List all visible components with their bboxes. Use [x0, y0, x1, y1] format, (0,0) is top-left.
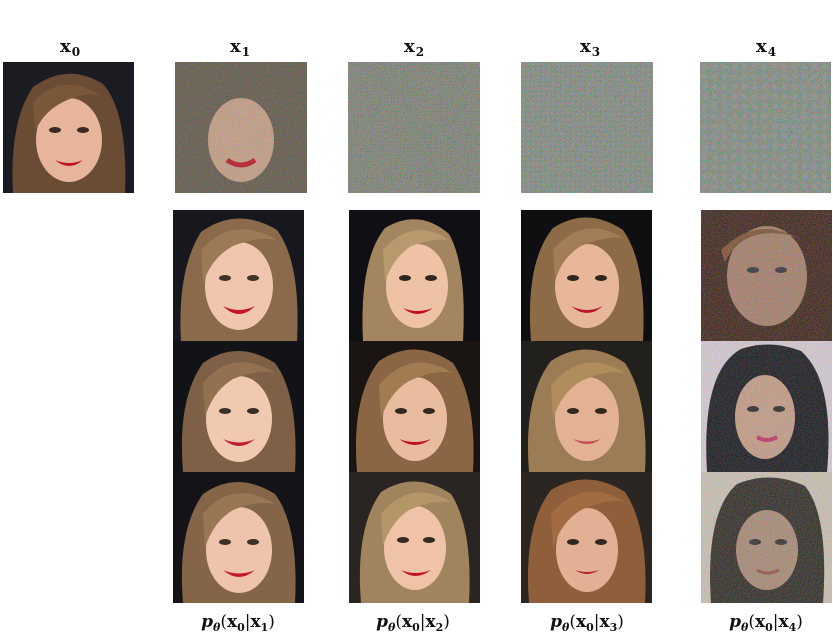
footer-p: p [201, 612, 213, 632]
footer-x0: x [226, 612, 238, 632]
header-var: x [755, 36, 767, 57]
footer-open-paren: ( [569, 612, 576, 632]
footer-theta: θ [561, 621, 570, 634]
header-subscript: 2 [415, 45, 425, 59]
footer-xt-subscript: 3 [609, 621, 618, 634]
footer-theta: θ [212, 621, 221, 634]
footer-xt-subscript: 2 [435, 621, 444, 634]
sample-x4-3 [701, 472, 832, 603]
footer-label-x3: pθ(x0|x3) [507, 612, 667, 634]
header-var: x [403, 36, 415, 57]
header-subscript: 4 [767, 45, 777, 59]
noisy-image-x3 [521, 62, 653, 193]
noisy-image-x2 [348, 62, 480, 193]
sample-x3-1 [521, 210, 652, 341]
sample-x2-2 [349, 341, 480, 472]
footer-open-paren: ( [748, 612, 755, 632]
footer-close-paren: ) [268, 612, 275, 632]
header-x4: x4 [696, 36, 833, 59]
sample-x3-2 [521, 341, 652, 472]
footer-xt: x [250, 612, 261, 632]
footer-bar: | [419, 612, 426, 632]
footer-xt: x [599, 612, 610, 632]
sample-x1-1 [173, 210, 304, 341]
header-x0: x0 [0, 36, 140, 59]
sample-x3-3 [521, 472, 652, 603]
footer-xt-subscript: 4 [788, 621, 797, 634]
footer-x0-subscript: 0 [586, 621, 594, 634]
header-x2: x2 [344, 36, 484, 59]
footer-x0-subscript: 0 [237, 621, 245, 634]
footer-x0: x [575, 612, 587, 632]
footer-x0: x [754, 612, 766, 632]
footer-close-paren: ) [796, 612, 803, 632]
noisy-image-x4 [700, 62, 831, 193]
footer-open-paren: ( [395, 612, 402, 632]
footer-close-paren: ) [443, 612, 450, 632]
footer-p: p [729, 612, 741, 632]
footer-p: p [550, 612, 562, 632]
sample-x4-1 [701, 210, 832, 341]
footer-label-x1: pθ(x0|x1) [158, 612, 318, 634]
footer-xt: x [425, 612, 436, 632]
header-subscript: 0 [71, 45, 81, 59]
sample-x1-2 [173, 341, 304, 472]
footer-label-x4: pθ(x0|x4) [686, 612, 833, 634]
footer-x0: x [401, 612, 413, 632]
footer-xt-subscript: 1 [260, 621, 269, 634]
footer-open-paren: ( [220, 612, 227, 632]
header-var: x [229, 36, 241, 57]
footer-x0-subscript: 0 [412, 621, 420, 634]
sample-x1-3 [173, 472, 304, 603]
original-face-image [3, 62, 134, 193]
footer-x0-subscript: 0 [765, 621, 773, 634]
header-x1: x1 [170, 36, 310, 59]
footer-label-x2: pθ(x0|x2) [333, 612, 493, 634]
header-subscript: 3 [591, 45, 601, 59]
footer-bar: | [244, 612, 251, 632]
header-var: x [59, 36, 71, 57]
header-var: x [579, 36, 591, 57]
footer-bar: | [772, 612, 779, 632]
footer-theta: θ [387, 621, 396, 634]
noisy-image-x1 [175, 62, 307, 193]
footer-theta: θ [740, 621, 749, 634]
header-subscript: 1 [241, 45, 251, 59]
sample-x2-3 [349, 472, 480, 603]
footer-close-paren: ) [617, 612, 624, 632]
header-x3: x3 [520, 36, 660, 59]
footer-p: p [376, 612, 388, 632]
footer-xt: x [778, 612, 789, 632]
sample-x4-2 [701, 341, 832, 472]
footer-bar: | [593, 612, 600, 632]
sample-x2-1 [349, 210, 480, 341]
